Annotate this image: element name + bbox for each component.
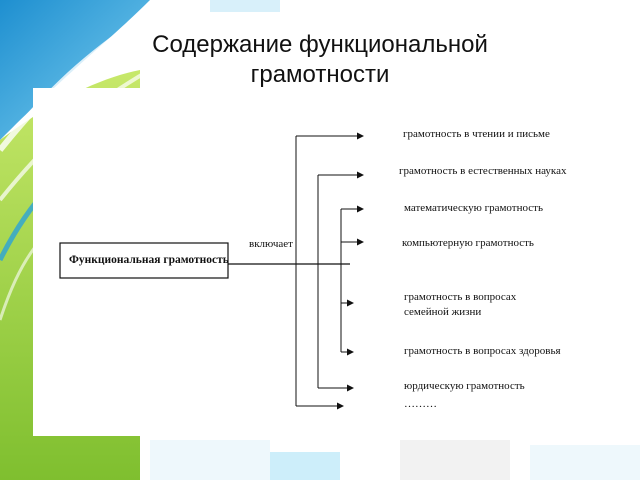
source-box-label: Функциональная грамотность	[69, 254, 229, 266]
arrowhead-3	[357, 205, 364, 213]
arrowhead-1	[357, 132, 364, 140]
slide-title: Содержание функциональной грамотности	[60, 30, 580, 90]
arrowhead-8	[337, 402, 344, 410]
item-label-4: компьютерную грамотность	[402, 237, 534, 249]
item-label-2: грамотность в естественных науках	[399, 165, 567, 177]
arrowhead-6	[347, 348, 354, 356]
arrowhead-2	[357, 171, 364, 179]
item-label-5a: грамотность в вопросах	[404, 291, 517, 303]
item-label-1: грамотность в чтении и письме	[403, 128, 550, 140]
item-label-5b: семейной жизни	[404, 306, 482, 318]
source-box	[59, 242, 229, 279]
item-label-6: грамотность в вопросах здоровья	[404, 345, 561, 357]
item-label-3: математическую грамотность	[404, 202, 543, 214]
arrowhead-4	[357, 238, 364, 246]
item-label-7: юрдическую грамотность	[404, 380, 525, 392]
connector-label: включает	[249, 238, 293, 250]
arrowhead-5	[347, 299, 354, 307]
arrow-group	[296, 132, 364, 410]
slide-title-line-2: грамотности	[250, 61, 390, 88]
background-blue-swoosh	[0, 0, 150, 140]
arrowhead-7	[347, 384, 354, 392]
item-label-8: ………	[404, 398, 437, 410]
slide-title-line-1: Содержание функциональной	[152, 31, 488, 58]
